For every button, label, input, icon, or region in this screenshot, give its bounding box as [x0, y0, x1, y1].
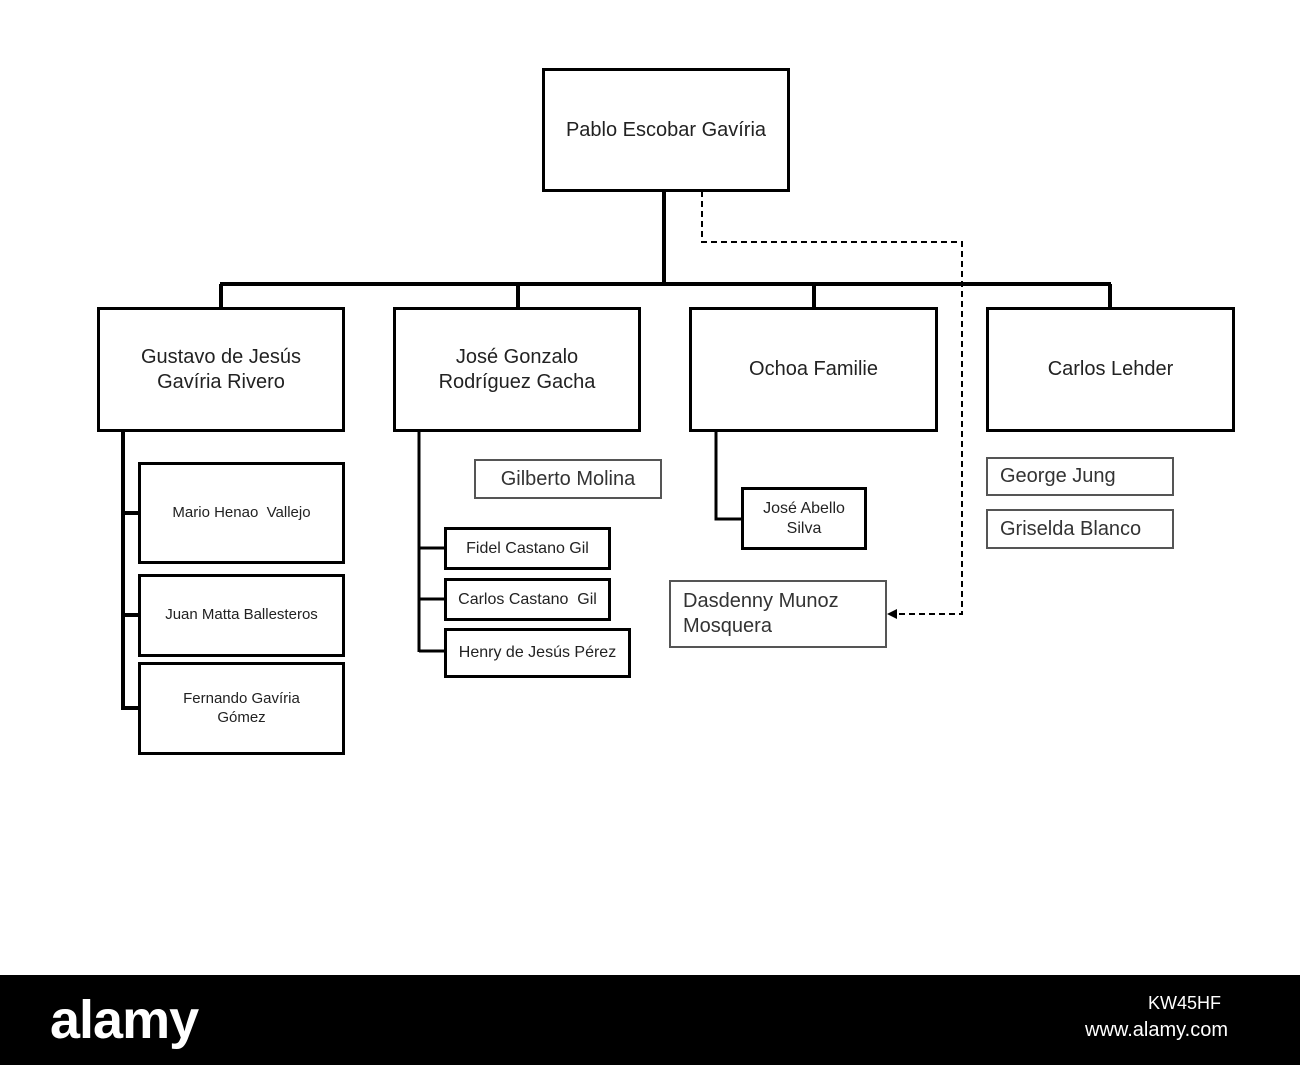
node-jose-abello: José Abello Silva — [741, 487, 867, 550]
node-label: Fidel Castano Gil — [466, 539, 589, 557]
node-gustavo: Gustavo de Jesús Gavíria Rivero — [97, 307, 345, 432]
dashed-link-dasdenny — [701, 191, 963, 615]
node-label-line: Gavíria Rivero — [157, 370, 285, 393]
node-label-line: Silva — [786, 519, 822, 537]
node-label-group: José Abello Silva — [763, 499, 845, 539]
node-henry-perez: Henry de Jesús Pérez — [444, 628, 631, 678]
node-label-group: Gustavo de Jesús Gavíria Rivero — [141, 345, 301, 395]
node-fernando-gaviria: Fernando Gavíria Gómez — [138, 662, 345, 755]
node-fidel-castano: Fidel Castano Gil — [444, 527, 611, 570]
org-chart-connectors — [121, 191, 1112, 710]
node-label-line: José Gonzalo — [455, 345, 579, 368]
node-gilberto-molina: Gilberto Molina — [474, 459, 662, 499]
dashed-link-arrowhead — [887, 609, 897, 619]
node-label: Pablo Escobar Gavíria — [565, 118, 767, 141]
node-george-jung: George Jung — [986, 457, 1174, 496]
node-mario-henao: Mario Henao Vallejo — [138, 462, 345, 564]
node-label-group: Dasdenny Munoz Mosquera — [683, 589, 839, 639]
node-label: Gilberto Molina — [500, 467, 636, 490]
node-label: Griselda Blanco — [1000, 517, 1142, 540]
ochoa-branch — [714, 431, 742, 521]
node-label: Ochoa Familie — [749, 358, 878, 380]
node-label-line: Rodríguez Gacha — [438, 370, 596, 393]
node-label-line: José Abello — [763, 499, 845, 517]
node-label-group: Fernando Gavíria Gómez — [183, 690, 300, 728]
image-id: KW45HF — [1148, 993, 1222, 1013]
node-label-line: Gómez — [217, 708, 266, 726]
node-label-group: José Gonzalo Rodríguez Gacha — [439, 345, 596, 395]
node-ochoa-familie: Ochoa Familie — [689, 307, 938, 432]
node-label: Henry de Jesús Pérez — [458, 644, 617, 661]
node-label: Juan Matta Ballesteros — [165, 606, 318, 624]
node-griselda-blanco: Griselda Blanco — [986, 509, 1174, 549]
node-pablo-escobar: Pablo Escobar Gavíria — [542, 68, 790, 192]
node-carlos-castano: Carlos Castano Gil — [444, 578, 611, 621]
node-label: Carlos Castano Gil — [458, 590, 597, 608]
node-label: Carlos Lehder — [1047, 358, 1174, 380]
node-dasdenny-munoz: Dasdenny Munoz Mosquera — [669, 580, 887, 648]
node-juan-matta: Juan Matta Ballesteros — [138, 574, 345, 657]
node-label: George Jung — [1000, 465, 1116, 487]
node-label-line: Fernando Gavíria — [183, 689, 300, 707]
node-label-line: Mosquera — [683, 615, 772, 637]
watermark-footer: alamy KW45HF www.alamy.com — [0, 975, 1300, 1065]
watermark-url: www.alamy.com — [1085, 1019, 1228, 1041]
node-label: Mario Henao Vallejo — [172, 503, 311, 521]
alamy-logo: alamy — [50, 990, 199, 1050]
node-label-line: Dasdenny Munoz — [683, 590, 839, 612]
node-jose-gonzalo: José Gonzalo Rodríguez Gacha — [393, 307, 641, 432]
node-carlos-lehder: Carlos Lehder — [986, 307, 1235, 432]
node-label-line: Gustavo de Jesús — [140, 345, 302, 368]
